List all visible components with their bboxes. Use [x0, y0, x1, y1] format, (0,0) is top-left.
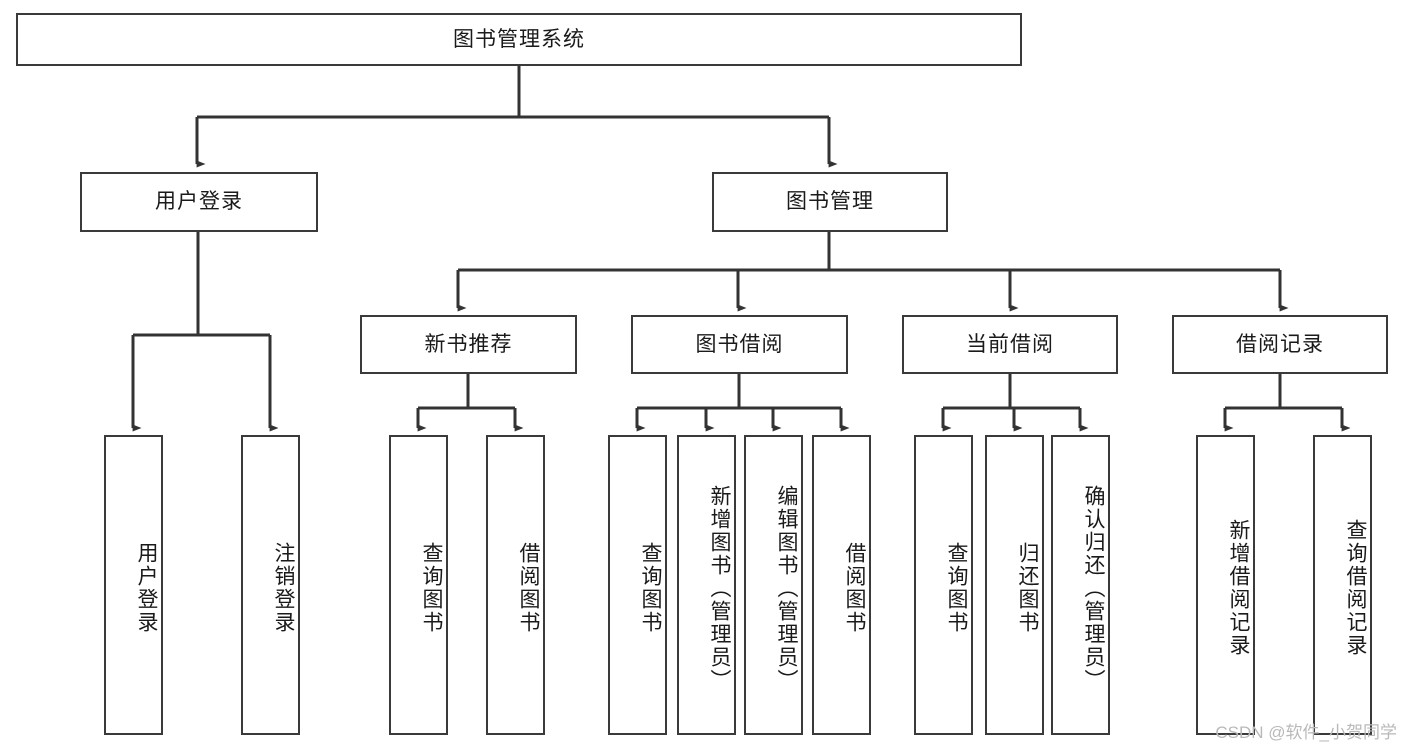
node-book-borrow[interactable]: 图书借阅 [631, 315, 848, 374]
node-leaf-edit-book-label: 编辑图书（管理员） [775, 484, 798, 692]
node-leaf-borrow-book-2-label: 借阅图书 [843, 542, 866, 634]
node-leaf-confirm-return[interactable]: 确认归还（管理员） [1051, 435, 1110, 735]
node-leaf-confirm-return-label: 确认归还（管理员） [1082, 484, 1105, 692]
node-book-borrow-label: 图书借阅 [695, 332, 784, 356]
node-leaf-add-book[interactable]: 新增图书（管理员） [677, 435, 736, 735]
node-borrow-record-label: 借阅记录 [1236, 332, 1324, 356]
node-borrow-record[interactable]: 借阅记录 [1172, 315, 1388, 374]
node-leaf-query-book-3[interactable]: 查询图书 [914, 435, 973, 735]
watermark-text: CSDN @软件_小贺同学 [1215, 723, 1397, 742]
node-leaf-query-book-3-label: 查询图书 [945, 542, 968, 634]
node-leaf-query-book-2[interactable]: 查询图书 [608, 435, 667, 735]
node-leaf-logout-label: 注销登录 [272, 542, 295, 634]
node-leaf-query-book-2-label: 查询图书 [639, 542, 662, 634]
node-book-manage[interactable]: 图书管理 [712, 172, 948, 232]
node-root[interactable]: 图书管理系统 [16, 13, 1022, 66]
node-leaf-add-book-label: 新增图书（管理员） [708, 484, 731, 692]
node-leaf-query-borrow-record[interactable]: 查询借阅记录 [1313, 435, 1372, 735]
node-leaf-add-borrow-record[interactable]: 新增借阅记录 [1196, 435, 1255, 735]
node-new-book-recommend[interactable]: 新书推荐 [360, 315, 577, 374]
node-new-book-recommend-label: 新书推荐 [424, 332, 513, 356]
node-leaf-query-book-1-label: 查询图书 [420, 542, 443, 634]
node-leaf-borrow-book-2[interactable]: 借阅图书 [812, 435, 871, 735]
node-leaf-user-login-label: 用户登录 [135, 542, 158, 634]
node-user-login-label: 用户登录 [155, 190, 243, 214]
node-leaf-borrow-book-1[interactable]: 借阅图书 [486, 435, 545, 735]
node-user-login[interactable]: 用户登录 [80, 172, 318, 232]
node-leaf-add-borrow-record-label: 新增借阅记录 [1227, 519, 1250, 657]
node-leaf-query-borrow-record-label: 查询借阅记录 [1344, 519, 1367, 657]
node-current-borrow[interactable]: 当前借阅 [902, 315, 1118, 374]
node-root-label: 图书管理系统 [453, 27, 585, 51]
node-leaf-logout[interactable]: 注销登录 [241, 435, 300, 735]
node-leaf-return-book-label: 归还图书 [1016, 542, 1039, 634]
node-book-manage-label: 图书管理 [786, 190, 874, 214]
node-leaf-user-login[interactable]: 用户登录 [104, 435, 163, 735]
node-leaf-return-book[interactable]: 归还图书 [985, 435, 1044, 735]
node-leaf-query-book-1[interactable]: 查询图书 [389, 435, 448, 735]
node-leaf-borrow-book-1-label: 借阅图书 [517, 542, 540, 634]
node-leaf-edit-book[interactable]: 编辑图书（管理员） [744, 435, 803, 735]
node-current-borrow-label: 当前借阅 [966, 332, 1054, 356]
